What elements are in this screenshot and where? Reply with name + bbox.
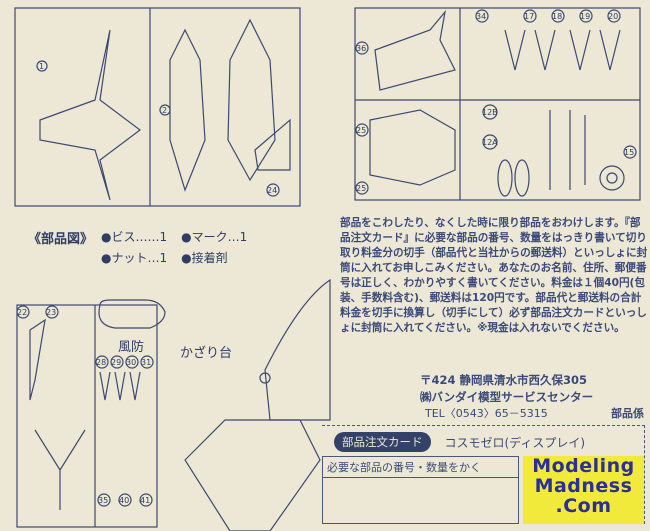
order-card-body: 必要な部品の番号・数量をかく Modeling Madness .Com — [322, 456, 644, 524]
order-info-column: 部品をこわしたり、なくした時に限り部品をおわけします。『部品注文カード』に必要な… — [322, 216, 648, 524]
svg-text:12B: 12B — [482, 108, 498, 117]
order-card-field[interactable]: 必要な部品の番号・数量をかく — [322, 456, 519, 524]
parts-item-decal: ●マーク…1 — [181, 230, 248, 244]
svg-text:35: 35 — [98, 496, 108, 505]
svg-text:41: 41 — [140, 496, 150, 505]
svg-text:22: 22 — [17, 308, 27, 317]
parts-diagram-title: 《部品図》 — [28, 232, 94, 247]
watermark-line: Modeling — [532, 455, 635, 477]
part-number-labels: 1 2 24 34 17 18 19 20 36 25 25 12B 12A 1… — [16, 9, 637, 507]
svg-text:28: 28 — [96, 358, 106, 367]
parts-item-screw: ●ビス……1 — [101, 230, 168, 244]
svg-text:12A: 12A — [482, 138, 498, 147]
parts-list: ●ビス……1 ●マーク…1 ●ナット…1 ●接着剤 — [101, 228, 247, 266]
department-label: 部品係 — [611, 407, 644, 420]
address-line: 〒424 静岡県清水市西久保305 — [420, 373, 588, 387]
canopy-label: 風防 — [118, 340, 145, 355]
contact-row: TEL〈0543〉65－5315 部品係 — [340, 406, 648, 421]
svg-text:23: 23 — [46, 308, 56, 317]
svg-text:18: 18 — [552, 12, 562, 21]
svg-text:1: 1 — [39, 62, 44, 71]
svg-text:19: 19 — [580, 12, 590, 21]
address-block: 〒424 静岡県清水市西久保305 ㈱バンダイ模型サービスセンター — [340, 372, 648, 406]
svg-text:30: 30 — [126, 358, 136, 367]
svg-text:2: 2 — [162, 106, 167, 115]
watermark-line: .Com — [555, 495, 612, 517]
order-card-header: 部品注文カード コスモゼロ(ディスプレイ) — [322, 432, 644, 452]
watermark-logo: Modeling Madness .Com — [523, 456, 644, 524]
parts-item-nut: ●ナット…1 — [101, 251, 168, 265]
order-card-badge: 部品注文カード — [334, 432, 431, 452]
svg-text:40: 40 — [119, 496, 129, 505]
svg-text:36: 36 — [356, 44, 366, 53]
svg-text:34: 34 — [476, 12, 486, 21]
watermark-line: Madness — [534, 475, 633, 497]
svg-text:15: 15 — [624, 148, 634, 157]
order-card-field-label: 必要な部品の番号・数量をかく — [323, 457, 518, 478]
stand-label: かざり台 — [180, 346, 233, 361]
svg-text:17: 17 — [524, 12, 534, 21]
phone-number: TEL〈0543〉65－5315 — [425, 407, 548, 420]
parts-item-glue: ●接着剤 — [181, 251, 228, 265]
order-card-product: コスモゼロ(ディスプレイ) — [444, 435, 586, 450]
company-name: ㈱バンダイ模型サービスセンター — [420, 390, 594, 404]
svg-text:25: 25 — [356, 126, 366, 135]
svg-text:24: 24 — [267, 186, 277, 195]
svg-text:31: 31 — [141, 358, 151, 367]
parts-diagram: 《部品図》 ●ビス……1 ●マーク…1 ●ナット…1 ●接着剤 — [28, 228, 247, 266]
svg-text:25: 25 — [356, 184, 366, 193]
parts-order-notice: 部品をこわしたり、なくした時に限り部品をおわけします。『部品注文カード』に必要な… — [340, 217, 648, 334]
svg-text:29: 29 — [111, 358, 121, 367]
svg-text:20: 20 — [608, 12, 618, 21]
order-card: 部品注文カード コスモゼロ(ディスプレイ) 必要な部品の番号・数量をかく Mod… — [322, 425, 645, 524]
